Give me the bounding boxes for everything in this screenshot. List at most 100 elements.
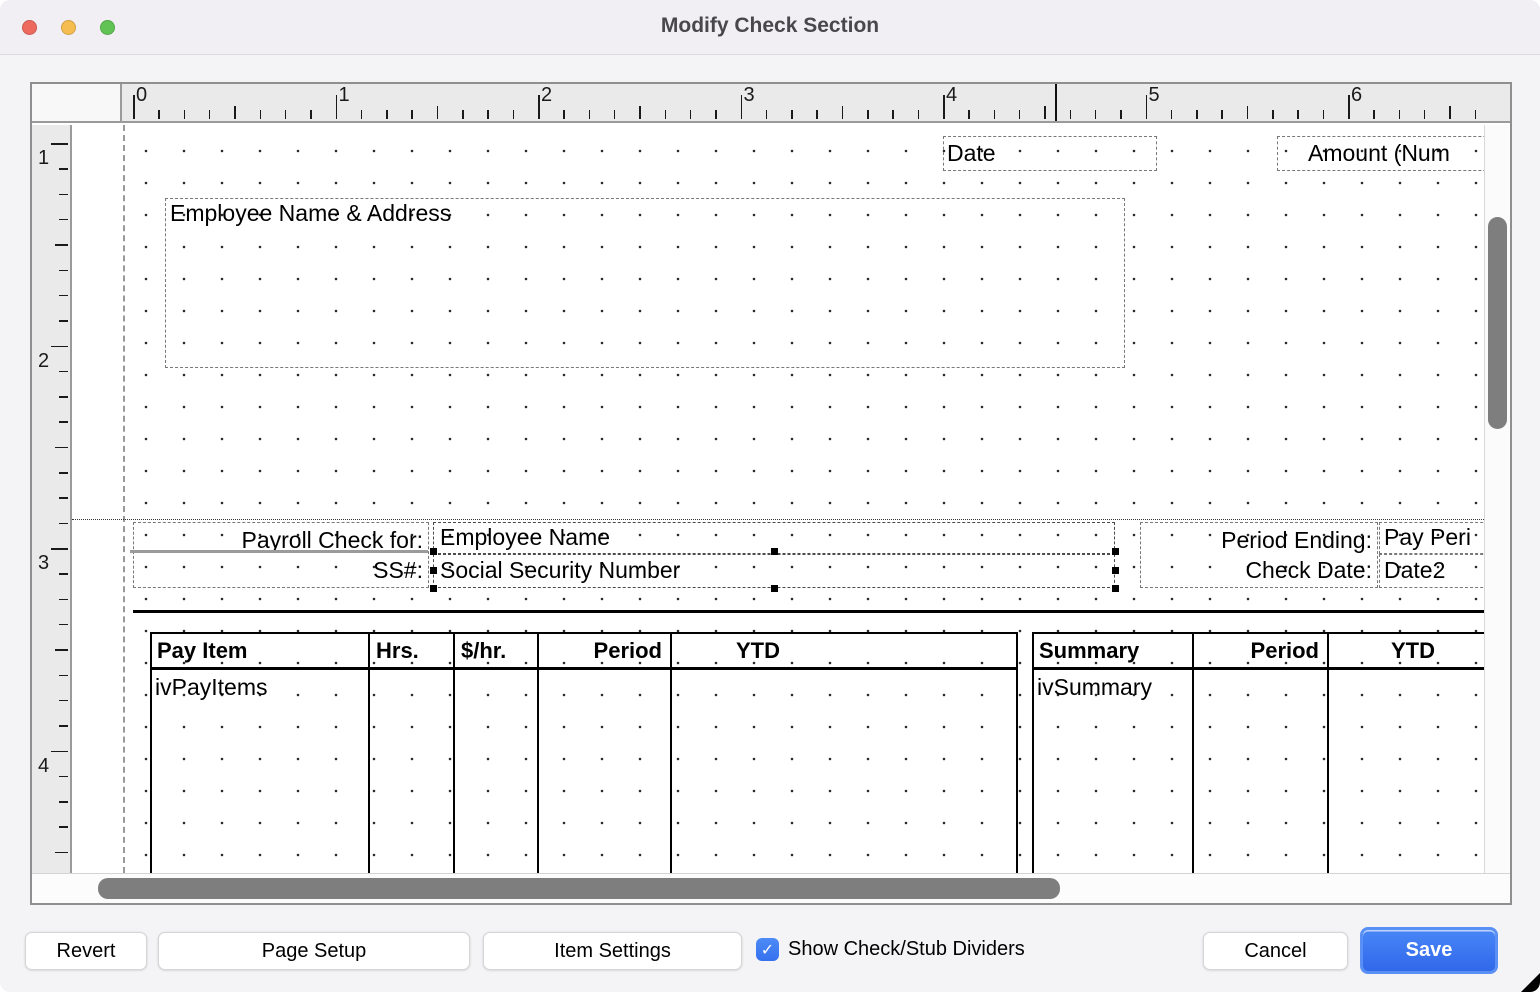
ruler-tick — [639, 106, 641, 119]
close-button[interactable] — [22, 20, 37, 35]
table-column-divider — [368, 634, 370, 873]
save-button[interactable]: Save — [1360, 927, 1498, 974]
ruler-tick — [943, 95, 945, 119]
period-labels-box[interactable]: Period Ending: Check Date: — [1140, 522, 1378, 588]
ruler-label: 3 — [38, 552, 50, 574]
ruler-tick — [411, 110, 413, 119]
ruler-tick — [563, 110, 565, 119]
check-date-field[interactable]: Date2 — [1379, 554, 1484, 588]
ruler-tick — [59, 396, 68, 398]
ruler-label: 3 — [743, 84, 755, 106]
revert-button[interactable]: Revert — [25, 932, 147, 970]
ruler-tick — [1348, 95, 1350, 119]
selection-handle[interactable] — [770, 547, 778, 555]
item-settings-button[interactable]: Item Settings — [483, 932, 742, 970]
ruler-tick — [1474, 110, 1477, 119]
ruler-tick — [51, 548, 68, 550]
selection-handle[interactable] — [1111, 547, 1119, 555]
column-header-summary: Summary — [1039, 638, 1140, 663]
dot-grid — [125, 125, 1484, 873]
ruler-tick — [59, 725, 68, 727]
payroll-labels-box[interactable]: Payroll Check for: SS#: — [133, 522, 429, 588]
ruler-tick — [59, 218, 68, 221]
vertical-scrollbar[interactable] — [1484, 125, 1510, 873]
table-column-divider — [1327, 634, 1329, 873]
ruler-tick — [1221, 110, 1223, 119]
minimize-button[interactable] — [61, 20, 76, 35]
amount-numeric-field[interactable]: Amount (Num — [1277, 136, 1484, 171]
window-resize-grip[interactable] — [1521, 973, 1540, 992]
ruler-label: 4 — [946, 84, 958, 106]
ruler-tick — [968, 110, 970, 119]
ruler-tick — [208, 110, 211, 119]
ruler-tick — [1297, 110, 1299, 119]
ruler-tick — [386, 110, 388, 119]
summary-table[interactable]: Summary Period YTD ivSummary — [1032, 632, 1484, 873]
ruler-label: 1 — [38, 147, 50, 169]
show-dividers-checkbox[interactable]: ✓ — [756, 938, 779, 961]
pay-items-placeholder: ivPayItems — [155, 674, 268, 700]
check-design-canvas[interactable]: Date Amount (Num Employee Name & Address… — [72, 125, 1484, 873]
column-header-hrs: Hrs. — [376, 638, 419, 663]
date-field[interactable]: Date — [943, 136, 1157, 171]
ruler-label: 0 — [136, 84, 148, 106]
ruler-tick — [55, 244, 68, 246]
selection-handle[interactable] — [429, 584, 437, 592]
table-column-divider — [453, 634, 455, 873]
ruler-tick — [867, 110, 869, 119]
table-header-rule — [1034, 667, 1484, 670]
selection-handle[interactable] — [1111, 566, 1119, 574]
ruler-tick — [59, 294, 68, 297]
ssn-prefix-label: SS#: — [373, 557, 423, 583]
ruler-tick — [462, 110, 464, 119]
ruler-tick — [310, 110, 312, 119]
save-button-face: Save — [1363, 930, 1495, 971]
page-boundary-line — [123, 125, 125, 873]
ruler-tick — [1018, 110, 1021, 119]
titlebar[interactable]: Modify Check Section — [0, 0, 1540, 55]
page-setup-button[interactable]: Page Setup — [158, 932, 470, 970]
ruler-tick — [1170, 110, 1173, 119]
ruler-tick — [51, 143, 68, 145]
ruler-tick — [360, 110, 363, 119]
ruler-tick — [1145, 95, 1147, 119]
ruler-corner-box — [32, 84, 122, 123]
selection-handle[interactable] — [429, 566, 437, 574]
window-title: Modify Check Section — [660, 14, 880, 37]
horizontal-scrollbar[interactable] — [32, 873, 1510, 903]
ruler-tick — [158, 110, 160, 119]
horizontal-scrollbar-thumb[interactable] — [98, 878, 1060, 899]
ruler-label: 6 — [1351, 84, 1363, 106]
ruler-tick — [51, 345, 68, 347]
vertical-scrollbar-thumb[interactable] — [1488, 217, 1507, 429]
ruler-label: 1 — [338, 84, 350, 106]
pay-period-end-field[interactable]: Pay Peri — [1379, 522, 1484, 554]
table-header-rule — [152, 667, 1016, 670]
column-header-rate: $/hr. — [461, 638, 507, 663]
ruler-tick — [1246, 106, 1249, 119]
period-ending-label: Period Ending: — [1221, 527, 1372, 553]
ruler-tick — [892, 110, 894, 119]
ruler-tick — [259, 110, 262, 119]
ruler-tick — [740, 95, 742, 119]
selection-handle[interactable] — [770, 584, 778, 592]
cancel-button[interactable]: Cancel — [1203, 932, 1348, 970]
employee-name-address-field[interactable]: Employee Name & Address — [165, 198, 1125, 368]
ruler-tick — [59, 573, 68, 575]
social-security-number-field[interactable]: Social Security Number — [433, 554, 1115, 588]
ruler-tick — [613, 110, 616, 119]
check-stub-divider-line — [72, 519, 1484, 520]
pay-items-table[interactable]: Pay Item Hrs. $/hr. Period YTD ivPayItem… — [150, 632, 1018, 873]
selection-handle[interactable] — [1111, 584, 1119, 592]
ruler-tick — [55, 851, 68, 854]
payroll-check-for-label: Payroll Check for: — [241, 527, 423, 553]
ruler-tick — [55, 446, 68, 449]
zoom-button[interactable] — [100, 20, 115, 35]
ruler-tick — [59, 193, 68, 196]
ruler-tick — [588, 110, 591, 119]
selection-handle[interactable] — [429, 547, 437, 555]
ruler-tick — [512, 110, 515, 119]
ruler-tick — [59, 674, 68, 677]
